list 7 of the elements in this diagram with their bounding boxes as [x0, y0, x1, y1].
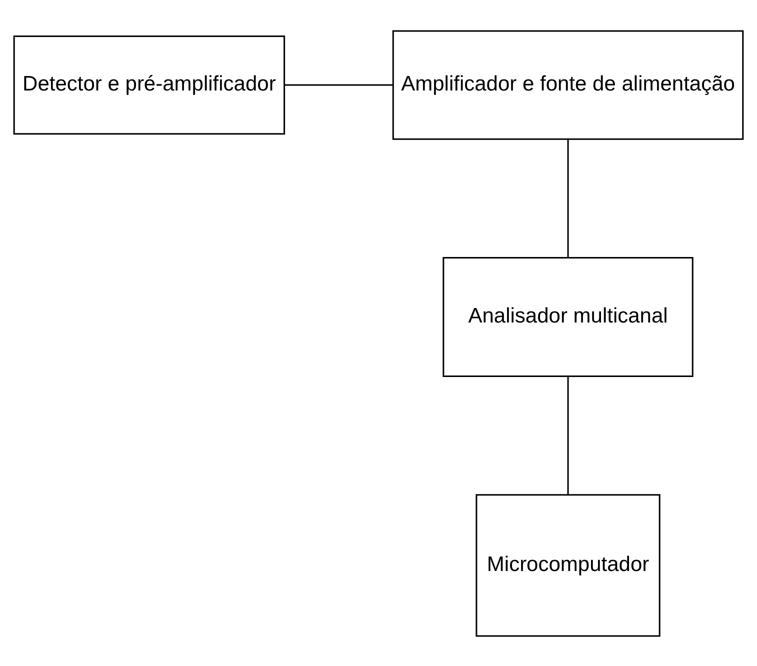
node-box: Amplificador e fonte de alimentação	[392, 30, 744, 140]
node-box: Analisador multicanal	[442, 256, 694, 377]
connector	[284, 84, 393, 86]
connector	[567, 376, 569, 494]
connector	[567, 138, 569, 258]
node-box: Detector e pré-amplificador	[13, 35, 286, 134]
node-box: Microcomputador	[476, 494, 660, 636]
